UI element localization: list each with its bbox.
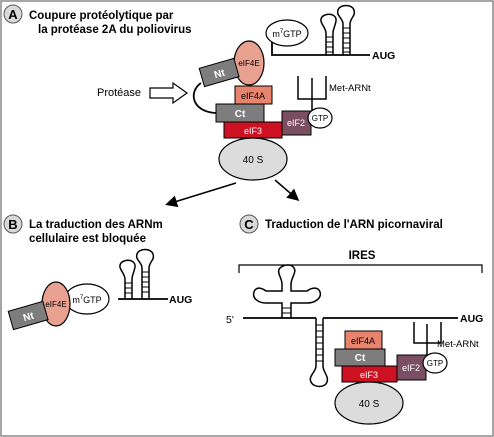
panel-a-eif2-label: eIF2: [287, 118, 305, 128]
panel-b-eif4e-label: eIF4E: [45, 300, 66, 309]
panel-c-aug: AUG: [460, 313, 483, 325]
panel-a-eif2-box: [281, 110, 312, 136]
panel-c: C Traduction de l'ARN picornaviral IRES …: [226, 214, 483, 425]
panel-c-badge: C: [244, 217, 254, 232]
panel-a-stemloop-1: [320, 13, 337, 55]
panel-b-badge: B: [8, 217, 17, 232]
panel-c-ires-bracket: [238, 264, 483, 273]
panel-c-cross-stemloop: [252, 264, 322, 318]
panel-a-m7gtp: [265, 19, 309, 47]
panel-c-long-stemloop: [309, 318, 329, 388]
panel-a-gtp-label: GTP: [312, 114, 328, 123]
panel-a-linker: [192, 82, 217, 114]
panel-b-title-line1: La traduction des ARNm: [29, 219, 163, 231]
panel-c-ct-label: Ct: [355, 353, 366, 364]
panel-a-badge-circle: [3, 4, 23, 24]
panel-a-gtp: [307, 107, 333, 129]
panel-b-m7gtp-label: m7GTP: [72, 295, 101, 305]
panel-c-ribosome: [334, 381, 404, 425]
panel-c-met-arnt: Met-ARNt: [437, 339, 479, 350]
panel-c-eif4a-label: eIF4A: [351, 336, 375, 346]
panel-a-m7gtp-label: m7GTP: [272, 29, 301, 39]
panel-c-eif2-label: eIF2: [402, 363, 420, 373]
panel-b-badge-circle: [3, 214, 23, 234]
panel-a-eif3-label: eIF3: [244, 126, 262, 136]
panel-a-nt-label: Nt: [213, 67, 227, 81]
panel-a-stem-ticks: [326, 27, 350, 53]
panel-a-title-line2: la protéase 2A du poliovirus: [38, 24, 192, 36]
panel-a-eif4a-label: eIF4A: [241, 91, 265, 101]
panel-a-protease-label: Protéase: [97, 87, 141, 99]
panel-c-cross-ticks: [282, 307, 291, 314]
arrow-to-panel-c: [274, 179, 300, 201]
panel-a-nt-box: [198, 57, 240, 88]
panel-a-ct-label: Ct: [235, 109, 246, 120]
panel-b-nt-label: Nt: [22, 310, 36, 324]
panel-c-gtp-label: GTP: [427, 359, 443, 368]
panel-c-eif2-box: [396, 354, 427, 381]
panel-c-gtp: [422, 352, 448, 374]
arrow-to-panel-b: [165, 182, 237, 208]
panel-a-protease-arrow: [149, 81, 189, 105]
panel-c-ribosome-label: 40 S: [359, 399, 380, 410]
panel-c-five-prime: 5': [226, 314, 234, 326]
panel-b-stemloop-1: [119, 259, 136, 299]
panel-c-badge-circle: [239, 214, 259, 234]
panel-b-stem-ticks: [125, 271, 149, 294]
panel-a-met-arnt: Met-ARNt: [329, 83, 371, 94]
panel-b-aug: AUG: [169, 294, 192, 306]
panel-a-ribosome: [218, 137, 288, 181]
panel-c-eif3-label: eIF3: [360, 370, 378, 380]
panel-b-nt-box: [7, 300, 49, 331]
panel-b: B La traduction des ARNm cellulaire est …: [3, 214, 192, 331]
panel-a-title-line1: Coupure protéolytique par: [29, 10, 174, 22]
panel-c-title-line1: Traduction de l'ARN picornaviral: [265, 219, 443, 231]
panel-a-ribosome-label: 40 S: [243, 155, 264, 166]
panel-b-stemloop-2: [135, 248, 155, 299]
panel-a-eif4e-label: eIF4E: [238, 59, 259, 68]
panel-a-stemloop-2: [336, 4, 356, 55]
panel-a: A Coupure protéolytique par la protéase …: [3, 4, 395, 181]
panel-a-badge: A: [8, 7, 18, 22]
panel-b-title-line2: cellulaire est bloquée: [29, 233, 146, 245]
panel-c-ires-label: IRES: [349, 250, 376, 262]
panel-a-aug: AUG: [372, 50, 395, 62]
panel-c-long-stem-ticks: [316, 324, 323, 362]
